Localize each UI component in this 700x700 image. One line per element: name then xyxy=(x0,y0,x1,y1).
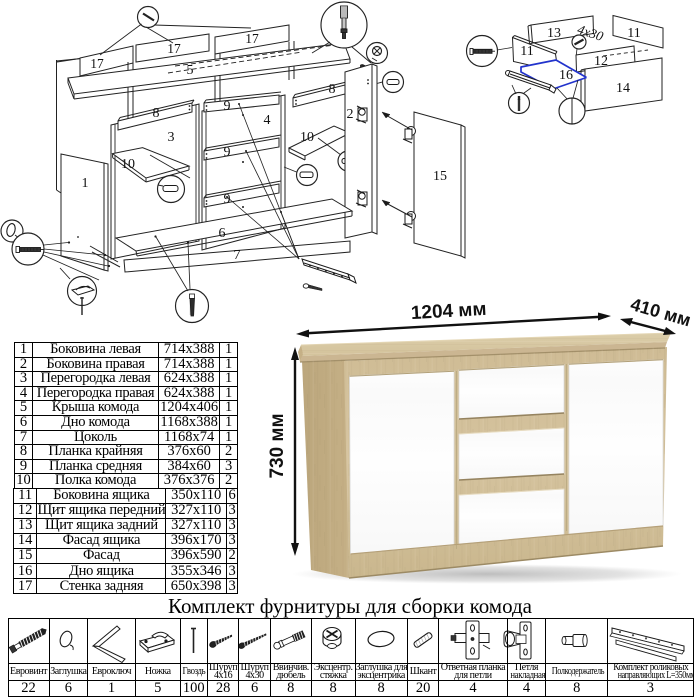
svg-text:9: 9 xyxy=(224,99,231,114)
svg-text:5: 5 xyxy=(187,63,194,78)
svg-text:3: 3 xyxy=(168,130,175,145)
svg-text:9: 9 xyxy=(224,145,231,160)
svg-text:15: 15 xyxy=(433,169,447,184)
svg-text:730 мм: 730 мм xyxy=(267,413,288,478)
svg-text:11: 11 xyxy=(520,44,533,59)
svg-text:17: 17 xyxy=(90,56,104,71)
svg-text:13: 13 xyxy=(547,26,561,41)
svg-text:1: 1 xyxy=(82,176,89,191)
svg-text:7: 7 xyxy=(234,248,241,263)
svg-text:17: 17 xyxy=(167,41,181,56)
svg-text:8: 8 xyxy=(153,106,160,121)
svg-text:4: 4 xyxy=(264,113,271,128)
svg-text:14: 14 xyxy=(616,81,630,96)
svg-text:12: 12 xyxy=(594,54,608,69)
svg-text:10: 10 xyxy=(121,157,135,172)
svg-text:1204 мм: 1204 мм xyxy=(410,299,487,324)
svg-text:2: 2 xyxy=(347,107,354,122)
svg-text:17: 17 xyxy=(245,31,259,46)
svg-text:9: 9 xyxy=(224,192,231,207)
svg-text:8: 8 xyxy=(329,82,336,97)
svg-text:11: 11 xyxy=(627,26,640,41)
svg-text:6: 6 xyxy=(219,226,226,241)
svg-text:10: 10 xyxy=(300,130,314,145)
svg-text:16: 16 xyxy=(559,68,573,83)
